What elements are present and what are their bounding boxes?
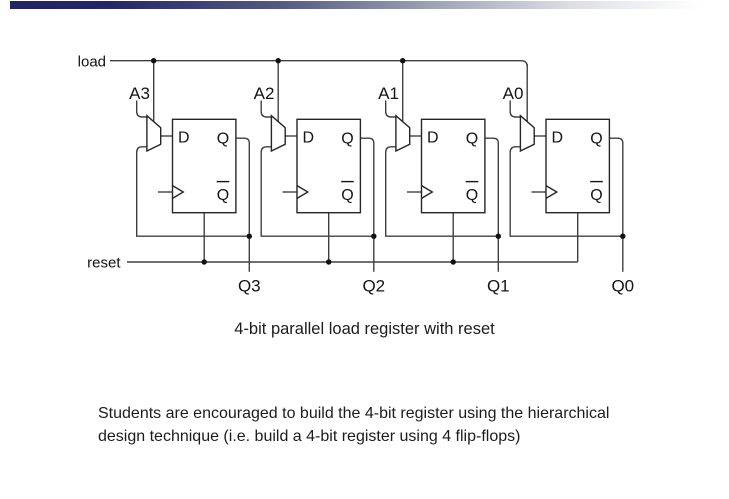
register-cell: A2D Q Q Q2 <box>254 58 385 296</box>
dff-d-label: D <box>303 129 315 146</box>
clock-edge-icon <box>421 184 434 200</box>
clock-edge-icon <box>545 184 559 200</box>
output-label-q2: Q2 <box>362 277 385 296</box>
dff-d-label: D <box>178 129 190 146</box>
feedback-wire <box>260 146 374 237</box>
junction-dot <box>246 233 252 239</box>
data-input-wire <box>385 100 396 118</box>
note-line-1: Students are encouraged to build the 4-b… <box>98 405 610 422</box>
register-cell: A3D Q Q Q3 <box>129 58 261 296</box>
note-paragraph: Students are encouraged to build the 4-b… <box>98 402 718 448</box>
register-cell: A1D Q Q Q1 <box>378 58 510 296</box>
input-label-a0: A0 <box>503 84 524 103</box>
data-input-wire <box>136 100 147 118</box>
output-label-q0: Q0 <box>611 277 634 296</box>
feedback-wire <box>136 146 250 237</box>
q-output-wire <box>235 137 250 272</box>
register-cells: A3D Q Q Q3 A2D Q Q Q2 A1D Q Q Q1 A0D Q Q Q0 <box>129 58 634 296</box>
mux-symbol <box>270 114 286 153</box>
dff-qbar-label: Q <box>466 187 478 204</box>
junction-dot <box>326 259 332 265</box>
dff-qbar-label: Q <box>590 187 602 204</box>
dff-box <box>171 118 237 214</box>
junction-dot <box>151 58 157 64</box>
junction-dot <box>371 233 377 239</box>
dff-qbar-label: Q <box>217 187 229 204</box>
junction-dot <box>275 58 281 64</box>
input-label-a2: A2 <box>254 84 275 103</box>
data-input-wire <box>509 100 521 118</box>
mux-symbol <box>395 114 411 153</box>
register-cell: A0D Q Q Q0 <box>503 64 634 296</box>
junction-dot <box>400 58 406 64</box>
mux-symbol <box>519 114 535 153</box>
mux-symbol <box>146 114 162 153</box>
junction-dot <box>201 259 207 265</box>
dff-q-label: Q <box>466 131 478 148</box>
junction-dot <box>620 233 626 239</box>
note-line-2: design technique (i.e. build a 4-bit reg… <box>98 428 521 445</box>
junction-dot <box>495 233 501 239</box>
feedback-wire <box>385 146 499 237</box>
q-output-wire <box>609 137 624 272</box>
q-output-wire <box>484 137 499 272</box>
junction-dot <box>450 259 456 265</box>
dff-q-label: Q <box>217 131 229 148</box>
dff-q-label: Q <box>590 131 602 148</box>
clock-edge-icon <box>172 184 185 200</box>
dff-d-label: D <box>552 129 564 146</box>
output-label-q1: Q1 <box>487 277 510 296</box>
load-label: load <box>78 54 106 71</box>
dff-box <box>545 118 611 214</box>
load-bus-wire <box>110 60 528 67</box>
figure-caption: 4-bit parallel load register with reset <box>234 320 495 338</box>
reset-label: reset <box>87 255 121 272</box>
output-label-q3: Q3 <box>238 277 261 296</box>
dff-qbar-label: Q <box>341 187 353 204</box>
q-output-wire <box>360 137 375 272</box>
feedback-wire <box>509 146 623 237</box>
data-input-wire <box>260 100 272 118</box>
input-label-a1: A1 <box>378 84 399 103</box>
dff-d-label: D <box>427 129 439 146</box>
dff-box <box>420 118 486 214</box>
clock-edge-icon <box>296 184 310 200</box>
register-circuit-diagram: load reset A3D Q Q Q3 A2D Q Q Q2 A1D Q Q Q1 A0D Q Q Q0 <box>78 54 635 296</box>
dff-q-label: Q <box>341 131 353 148</box>
input-label-a3: A3 <box>129 84 150 103</box>
slide-accent-bar <box>10 1 729 9</box>
dff-box <box>296 118 362 214</box>
